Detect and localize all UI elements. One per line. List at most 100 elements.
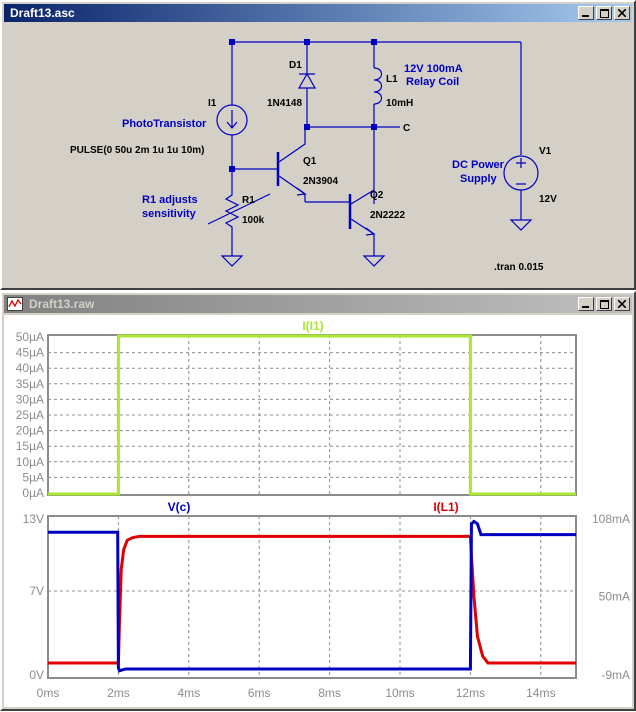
r1-adjust-arrow: [207, 193, 271, 225]
v1-desc-line1: DC Power: [452, 159, 505, 171]
arrow-down-icon: [226, 110, 238, 129]
trace-v-c[interactable]: [48, 519, 576, 673]
x-tick-label: 8ms: [318, 686, 341, 700]
i1-name-label: I1: [208, 98, 217, 109]
r1-value-label: 100k: [242, 215, 265, 226]
pane-top-grid: [48, 335, 576, 495]
y-left-tick-label: 7V: [29, 584, 44, 598]
v1-name-label: V1: [539, 146, 552, 157]
close-button[interactable]: [614, 297, 630, 311]
x-axis-ticks: 0ms 2ms 4ms 6ms 8ms 10ms 12ms 14ms: [37, 686, 556, 700]
minimize-button[interactable]: [578, 297, 594, 311]
trace-i-l1[interactable]: [48, 534, 576, 665]
q2-name-label: Q2: [370, 190, 384, 201]
y-left-tick-label: 13V: [23, 512, 44, 526]
q1-emitter-arrow-icon: [296, 187, 307, 196]
waveform-window: Draft13.raw 50µA 45µA 40µA: [0, 291, 636, 711]
ground-icon: [509, 216, 533, 231]
minimize-icon: [582, 306, 589, 308]
x-tick-label: 2ms: [107, 686, 130, 700]
junction-dot: [304, 39, 310, 45]
maximize-icon: [599, 299, 609, 309]
pane-bottom-left-ticks: 13V 7V 0V: [23, 512, 44, 682]
junction-dot: [371, 39, 377, 45]
schematic-window: Draft13.asc: [0, 0, 636, 290]
l1-name-label: L1: [386, 74, 398, 85]
schematic-title-bar[interactable]: Draft13.asc: [4, 4, 632, 22]
x-tick-label: 14ms: [526, 686, 555, 700]
x-tick-label: 10ms: [385, 686, 414, 700]
y-tick-label: 10µA: [16, 455, 44, 469]
pane-bottom-frame: [47, 515, 577, 679]
l1-desc-line1: 12V 100mA: [404, 63, 463, 75]
v1-desc-line2: Supply: [460, 173, 498, 185]
y-tick-label: 40µA: [16, 361, 44, 375]
close-icon: [618, 300, 626, 308]
r1-desc-line2: sensitivity: [142, 208, 197, 220]
waveform-title-bar[interactable]: Draft13.raw: [4, 295, 632, 313]
q1-value-label: 2N3904: [303, 176, 338, 187]
maximize-button[interactable]: [596, 6, 612, 20]
pane-bottom-right-ticks: 108mA 50mA -9mA: [592, 512, 630, 682]
close-button[interactable]: [614, 6, 630, 20]
q2-emitter-arrow-icon: [365, 227, 376, 236]
l1-inductor[interactable]: [373, 67, 383, 105]
d1-value-label: 1N4148: [267, 98, 302, 109]
d1-diode[interactable]: [297, 72, 317, 89]
y-tick-label: 15µA: [16, 439, 44, 453]
y-tick-label: 30µA: [16, 392, 44, 406]
r1-desc-line1: R1 adjusts: [142, 194, 198, 206]
tran-directive[interactable]: .tran 0.015: [494, 262, 544, 273]
ground-icon: [220, 252, 244, 267]
y-right-tick-label: 108mA: [592, 512, 630, 526]
waveform-window-title: Draft13.raw: [29, 297, 95, 311]
q1-name-label: Q1: [303, 156, 317, 167]
maximize-icon: [599, 8, 609, 18]
x-tick-label: 4ms: [177, 686, 200, 700]
v1-value-label: 12V: [539, 194, 557, 205]
y-tick-label: 5µA: [22, 470, 44, 484]
y-right-tick-label: 50mA: [599, 589, 630, 603]
q1-collector: [278, 127, 306, 163]
junction-dot: [229, 39, 235, 45]
i1-pulse-label: PULSE(0 50u 2m 1u 1u 10m): [70, 145, 205, 156]
junction-dot: [304, 124, 310, 130]
q1-emitter: [278, 175, 306, 202]
y-tick-label: 0µA: [22, 486, 44, 500]
waveform-plot-area[interactable]: 50µA 45µA 40µA 35µA 30µA 25µA 20µA 15µA …: [4, 315, 632, 707]
y-tick-label: 50µA: [16, 330, 44, 344]
y-tick-label: 20µA: [16, 424, 44, 438]
r1-name-label: R1: [242, 195, 255, 206]
r1-resistor[interactable]: [224, 187, 240, 252]
q2-value-label: 2N2222: [370, 210, 405, 221]
junction-dot: [371, 124, 377, 130]
ground-icon: [362, 252, 386, 267]
l1-value-label: 10mH: [386, 98, 413, 109]
schematic-window-title: Draft13.asc: [10, 6, 75, 20]
y-tick-label: 45µA: [16, 346, 44, 360]
minimize-icon: [582, 15, 589, 17]
x-tick-label: 6ms: [248, 686, 271, 700]
i1-desc-label: PhotoTransistor: [122, 118, 207, 130]
q2-collector: [350, 189, 375, 205]
net-label-c: C: [403, 123, 410, 134]
trace-label-i-i1[interactable]: I(I1): [302, 319, 323, 333]
trace-label-v-c[interactable]: V(c): [168, 500, 191, 514]
y-tick-label: 35µA: [16, 377, 44, 391]
y-left-tick-label: 0V: [29, 668, 44, 682]
schematic-canvas[interactable]: D1 1N4148 12V 100mA Relay Coil L1 10mH C…: [8, 24, 628, 286]
junction-dot: [229, 166, 235, 172]
y-tick-label: 25µA: [16, 408, 44, 422]
l1-desc-line2: Relay Coil: [406, 76, 459, 88]
y-right-tick-label: -9mA: [601, 668, 630, 682]
polarity-icon: [516, 158, 526, 185]
trace-i-i1[interactable]: [48, 334, 576, 496]
pane-top-y-ticks: 50µA 45µA 40µA 35µA 30µA 25µA 20µA 15µA …: [16, 330, 44, 500]
minimize-button[interactable]: [578, 6, 594, 20]
close-icon: [618, 9, 626, 17]
waveform-window-controls: [578, 297, 630, 311]
q2-emitter: [350, 218, 375, 252]
x-tick-label: 12ms: [456, 686, 485, 700]
maximize-button[interactable]: [596, 297, 612, 311]
trace-label-i-l1[interactable]: I(L1): [433, 500, 458, 514]
